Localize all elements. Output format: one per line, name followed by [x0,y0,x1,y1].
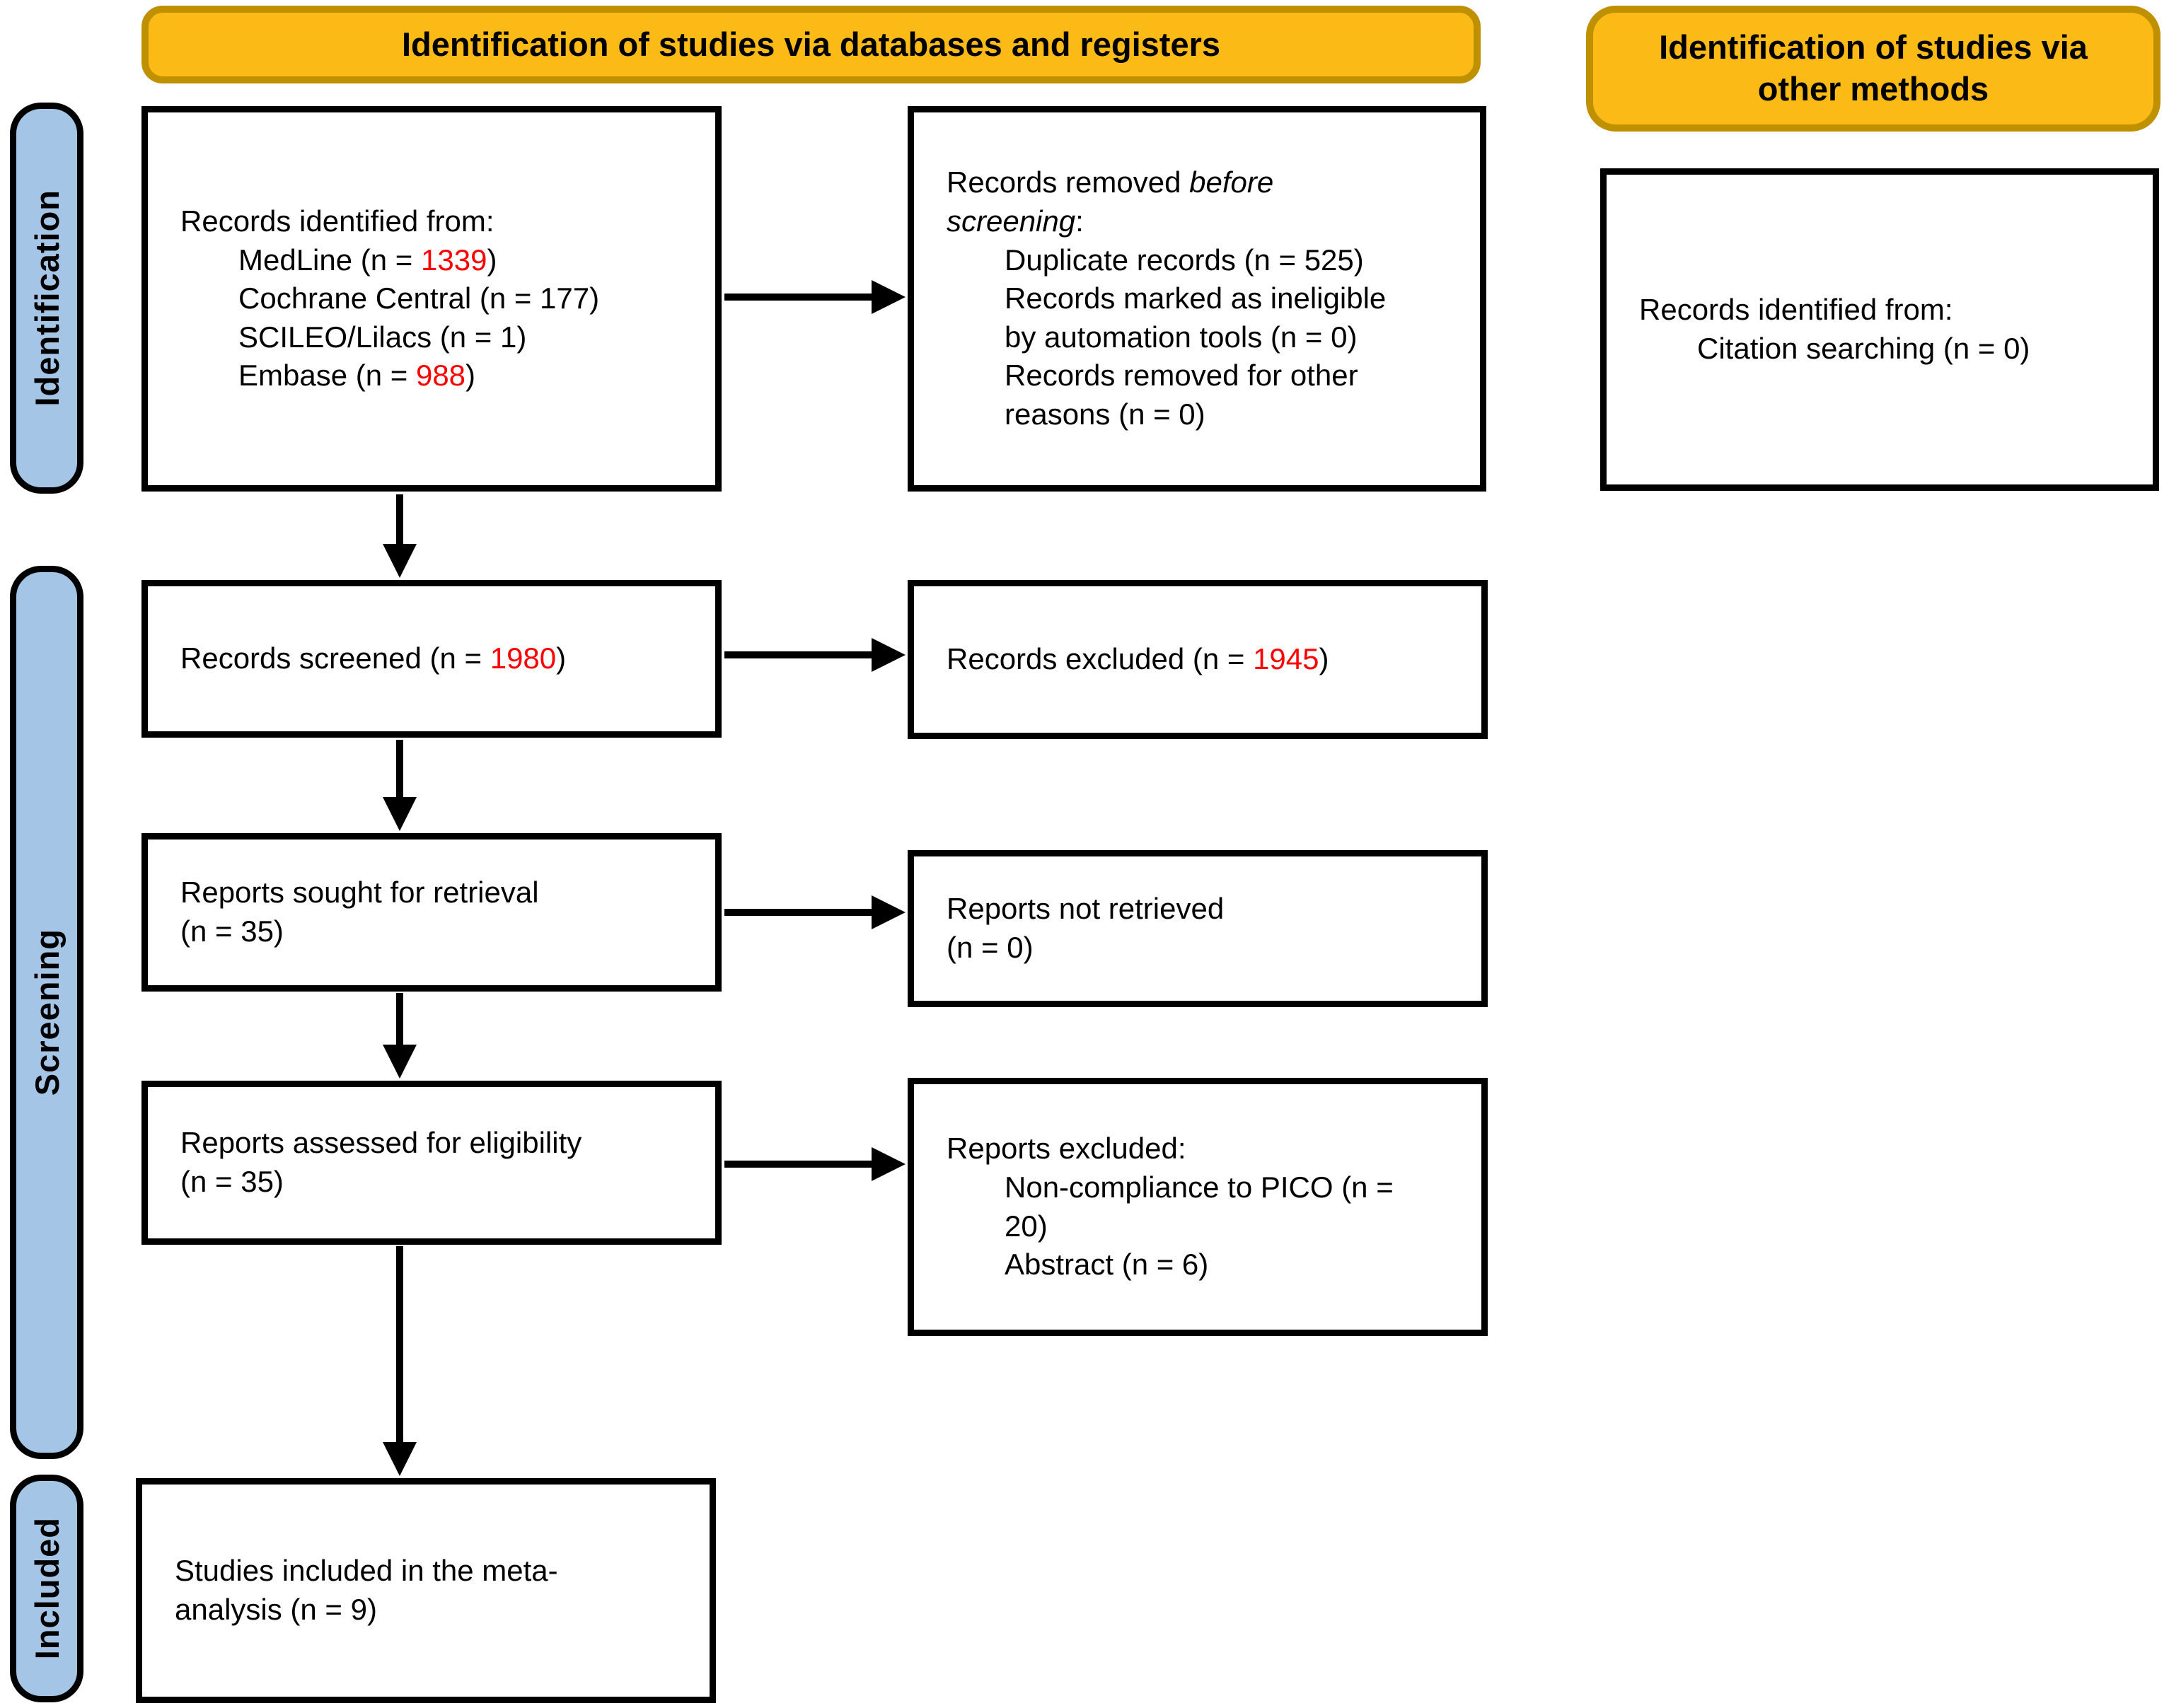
arrow-shaft [724,651,872,658]
box-reports-not-retrieved: Reports not retrieved (n = 0) [908,850,1488,1007]
reports-not-retrieved-text: Reports not retrieved (n = 0) [947,892,1225,964]
arrow-shaft [724,294,872,301]
records-removed-item-automation: Records marked as ineligible by automati… [1005,281,1387,354]
arrow-shaft [396,494,403,544]
box-studies-included: Studies included in the meta- analysis (… [136,1478,716,1703]
records-removed-item-duplicates: Duplicate records (n = 525) [1005,243,1364,277]
embase-count: 988 [415,359,466,393]
reports-excluded-item-abstract: Abstract (n = 6) [1005,1248,1209,1282]
arrow-head-down-icon [383,797,417,831]
sidebar-stage-screening: Screening [10,566,83,1459]
reports-excluded-item-pico: Non-compliance to PICO (n = 20) [1005,1170,1394,1243]
citation-item: Citation searching (n = 0) [1697,332,2030,365]
records-identified-item-embase: Embase (n = 988) [238,359,476,393]
screened-count: 1980 [490,641,557,675]
records-identified-item-medline: MedLine (n = 1339) [238,243,497,277]
records-removed-item-other: Records removed for other reasons (n = 0… [1005,359,1358,431]
excluded-count: 1945 [1253,642,1319,676]
records-identified-item-scileo: SCILEO/Lilacs (n = 1) [238,320,527,354]
reports-sought-text: Reports sought for retrieval (n = 35) [180,876,539,948]
arrow-head-down-icon [383,1045,417,1079]
arrow-shaft [724,909,872,916]
arrow-head-right-icon [872,280,906,314]
arrow-identified-to-screened [383,494,417,578]
records-removed-title-line2: screening: [947,204,1084,238]
records-removed-title-line1: Records removed before [947,165,1274,199]
arrow-head-down-icon [383,1442,417,1476]
box-reports-assessed: Reports assessed for eligibility (n = 35… [141,1081,722,1245]
banner-databases-label: Identification of studies via databases … [401,25,1221,63]
box-records-screened: Records screened (n = 1980) [141,580,722,738]
reports-excluded-title: Reports excluded: [947,1132,1186,1166]
sidebar-included-label: Included [28,1517,66,1660]
arrow-sought-to-not-retrieved [724,895,906,929]
box-citation-searching: Records identified from: Citation search… [1600,168,2159,491]
arrow-screened-to-sought [383,740,417,831]
arrow-sought-to-assessed [383,993,417,1079]
box-reports-sought: Reports sought for retrieval (n = 35) [141,833,722,992]
sidebar-stage-included: Included [10,1475,83,1702]
arrow-shaft [724,1161,872,1168]
arrow-head-right-icon [872,1147,906,1181]
sidebar-identification-label: Identification [28,190,66,407]
arrow-head-down-icon [383,544,417,578]
box-records-removed: Records removed before screening: Duplic… [908,106,1486,492]
box-reports-excluded: Reports excluded: Non-compliance to PICO… [908,1078,1488,1336]
studies-included-text: Studies included in the meta- analysis (… [175,1554,558,1626]
banner-other-methods: Identification of studies via other meth… [1586,6,2160,132]
reports-assessed-text: Reports assessed for eligibility (n = 35… [180,1126,582,1198]
records-identified-item-cochrane: Cochrane Central (n = 177) [238,281,600,315]
box-records-excluded: Records excluded (n = 1945) [908,580,1488,739]
medline-count: 1339 [421,243,487,277]
box-records-identified: Records identified from: MedLine (n = 13… [141,106,722,492]
arrow-assessed-to-included [383,1246,417,1476]
arrow-shaft [396,1246,403,1442]
records-screened-text: Records screened (n = 1980) [180,641,567,675]
sidebar-screening-label: Screening [28,929,66,1096]
banner-databases-registers: Identification of studies via databases … [141,6,1481,83]
arrow-identified-to-removed [724,280,906,314]
arrow-shaft [396,993,403,1045]
records-excluded-text: Records excluded (n = 1945) [947,642,1329,676]
arrow-shaft [396,740,403,797]
sidebar-stage-identification: Identification [10,103,83,494]
banner-other-methods-label: Identification of studies via other meth… [1659,28,2088,108]
citation-intro: Records identified from: [1639,293,1953,327]
arrow-assessed-to-reports-excluded [724,1147,906,1181]
arrow-screened-to-excluded [724,638,906,672]
arrow-head-right-icon [872,895,906,929]
records-identified-intro: Records identified from: [180,204,494,238]
arrow-head-right-icon [872,638,906,672]
